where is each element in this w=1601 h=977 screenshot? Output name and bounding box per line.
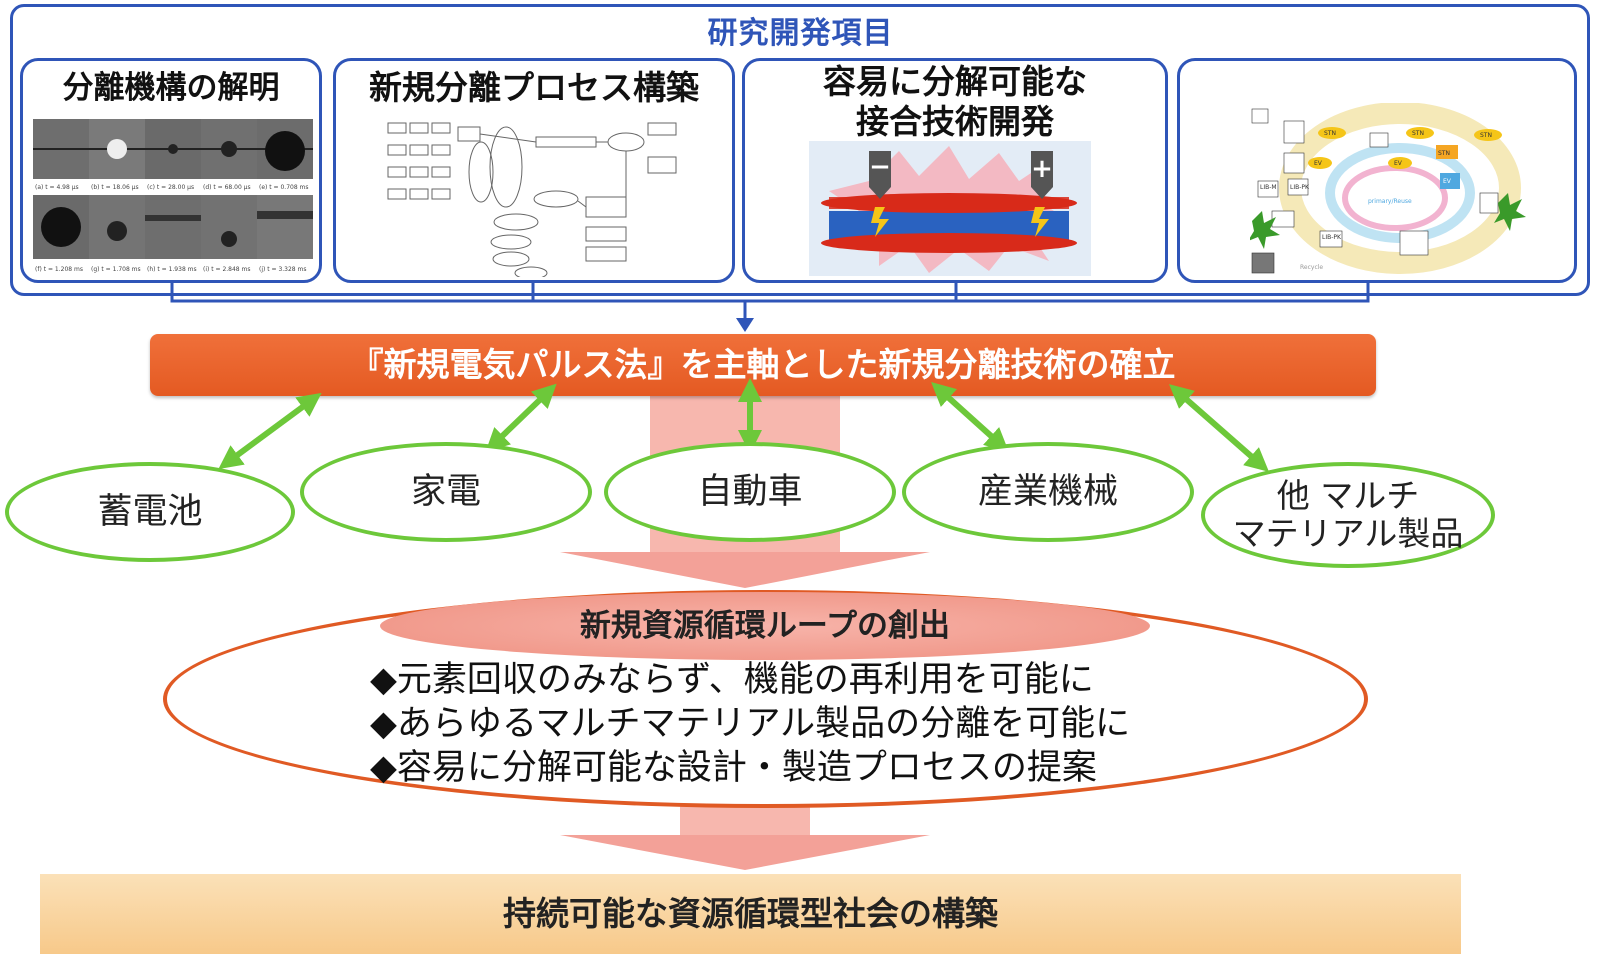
frame-label: (e) t = 0.708 ms xyxy=(259,184,309,191)
node-label: EV xyxy=(1443,178,1452,185)
application-industrial-machinery: 産業機械 xyxy=(902,442,1194,542)
panel-title: 分離機構の解明 xyxy=(62,70,280,106)
frame-label: (a) t = 4.98 μs xyxy=(35,184,79,191)
application-label: 家電 xyxy=(410,472,481,512)
frame-label: (b) t = 18.06 μs xyxy=(91,184,139,191)
loop-bullet: ◆容易に分解可能な設計・製造プロセスの提案 xyxy=(370,748,1097,788)
research-items-title: 研究開発項目 xyxy=(707,16,894,51)
frame-label: (d) t = 68.00 μs xyxy=(203,184,251,191)
node-label: LIB-PK xyxy=(1322,234,1342,241)
arrow-multimaterial xyxy=(1168,384,1270,472)
node-label: STN xyxy=(1438,150,1450,157)
loop-bullet: ◆あらゆるマルチマテリアル製品の分離を可能に xyxy=(370,704,1131,744)
negative-electrode-label: − xyxy=(869,152,891,182)
frame-label: (f) t = 1.208 ms xyxy=(35,266,83,273)
loop-bullet: ◆元素回収のみならず、機能の再利用を可能に xyxy=(370,660,1094,700)
application-label-line1: 他 マルチ xyxy=(1276,476,1420,515)
panel-separation-mechanism: 分離機構の解明 (a) t = 4.98 μs (b) t = 18.06 μs… xyxy=(20,58,322,283)
application-label: 自動車 xyxy=(697,472,803,512)
node-label: EV xyxy=(1394,160,1403,167)
panel-new-separation-process: 新規分離プロセス構築 xyxy=(333,58,735,283)
panel-easy-disassembly-joining: 容易に分解可能な 接合技術開発 − + xyxy=(742,58,1168,283)
electric-pulse-joint-illustration: − + xyxy=(809,141,1091,276)
recycle-label: Recycle xyxy=(1300,264,1323,271)
panel-title-line2: 接合技術開発 xyxy=(856,102,1054,141)
frame-label: (c) t = 28.00 μs xyxy=(147,184,194,191)
node-label: STN xyxy=(1480,132,1492,139)
positive-electrode-label: + xyxy=(1031,154,1053,184)
node-label: LIB-M xyxy=(1260,184,1277,191)
application-battery: 蓄電池 xyxy=(5,462,295,562)
application-label-line2: マテリアル製品 xyxy=(1232,514,1464,553)
arrow-appliance xyxy=(485,383,557,453)
frame-label: (j) t = 3.328 ms xyxy=(259,266,307,273)
panel-circulation-model: STN STN STN STN EV EV EV LIB-PK LIB-PK L… xyxy=(1177,58,1577,283)
application-arrows xyxy=(218,378,1270,472)
node-label: STN xyxy=(1324,130,1336,137)
frame-label: (i) t = 2.848 ms xyxy=(203,266,251,273)
primary-reuse-label: primary/Reuse xyxy=(1368,198,1412,205)
application-multimaterial: 他 マルチ マテリアル製品 xyxy=(1201,462,1495,568)
panel-title: 新規分離プロセス構築 xyxy=(369,68,699,107)
frame-label: (g) t = 1.708 ms xyxy=(91,266,141,273)
panel-connector xyxy=(170,280,1370,332)
node-label: LIB-PK xyxy=(1290,184,1310,191)
resource-loop-title: 新規資源循環ループの創出 xyxy=(380,592,1150,660)
application-label: 蓄電池 xyxy=(97,492,203,532)
node-label: EV xyxy=(1314,160,1323,167)
arrow-battery xyxy=(218,392,322,470)
application-home-appliance: 家電 xyxy=(300,442,592,542)
sustainable-society-goal: 持続可能な資源循環型社会の構築 xyxy=(40,874,1461,954)
frame-label: (h) t = 1.938 ms xyxy=(147,266,197,273)
application-label: 産業機械 xyxy=(977,472,1118,512)
research-items-frame xyxy=(10,4,1590,296)
arrow-industrial xyxy=(931,381,1009,453)
application-automobile: 自動車 xyxy=(604,442,896,542)
node-label: STN xyxy=(1412,130,1424,137)
process-flow-diagram xyxy=(387,122,677,277)
panel-title-line1: 容易に分解可能な xyxy=(823,62,1087,101)
circulation-diagram: STN STN STN STN EV EV EV LIB-PK LIB-PK L… xyxy=(1250,103,1526,274)
highspeed-photo-sequence: (a) t = 4.98 μs (b) t = 18.06 μs (c) t =… xyxy=(33,119,313,273)
